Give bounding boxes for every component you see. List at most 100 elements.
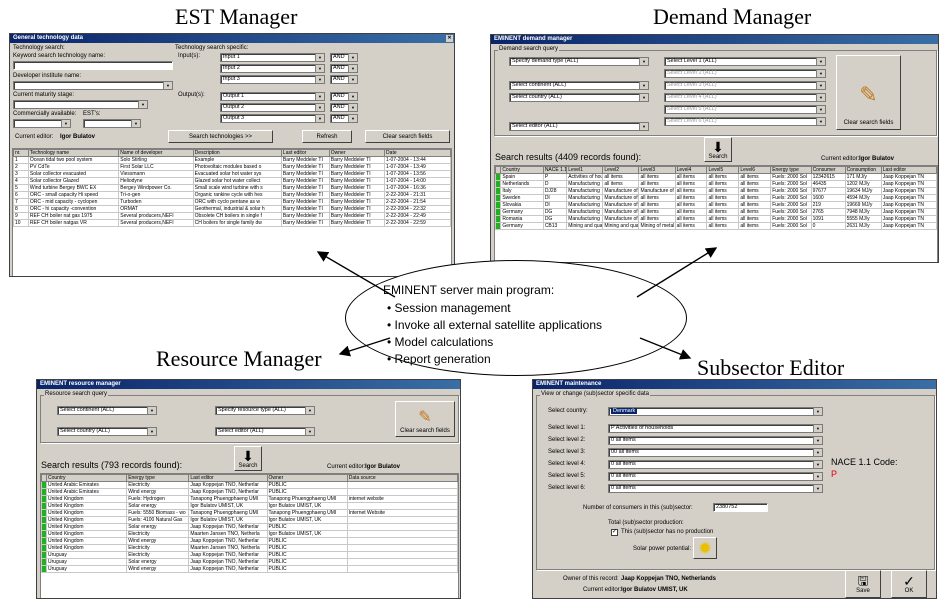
bullet-item-text: Model calculations — [394, 335, 494, 349]
country-dropdown[interactable]: Select country (ALL) — [509, 93, 649, 102]
nace-code-value: P — [831, 469, 838, 479]
and-dropdown[interactable]: AND — [330, 92, 358, 101]
ests-label: EST's: — [83, 111, 101, 117]
search-button[interactable]: ⬇ Search — [234, 446, 262, 471]
table-cell: Uruguay — [45, 565, 128, 573]
and-dropdown[interactable]: AND — [330, 114, 358, 123]
table-cell: Mining and quar — [602, 222, 640, 230]
resource-type-dropdown[interactable]: Specify resource type (ALL) — [215, 406, 315, 415]
level-6-dropdown[interactable]: Select Level 6 (ALL) — [664, 117, 826, 126]
demand-window-title: EMINENT demand manager — [494, 36, 573, 42]
country-dropdown[interactable]: Select country (ALL) — [57, 427, 157, 436]
solar-potential-button[interactable]: ✹ — [693, 537, 717, 559]
developer-dropdown[interactable] — [13, 81, 173, 90]
refresh-button[interactable]: Refresh — [302, 130, 352, 143]
editor-dropdown[interactable]: Select editor (ALL) — [509, 122, 649, 131]
save-button[interactable]: 🖫 Save — [845, 570, 881, 598]
level-1-dropdown[interactable]: Select Level 1 (ALL) — [664, 57, 826, 66]
clear-search-fields-button[interactable]: ✎ Clear search fields — [836, 55, 901, 130]
country-value: Denmark — [611, 408, 638, 414]
level-6-label: Select level 6: — [548, 485, 586, 491]
level-3-dropdown[interactable]: 00 all items — [608, 448, 823, 457]
and-dropdown[interactable]: AND — [330, 64, 358, 73]
close-icon[interactable]: ✕ — [446, 35, 453, 42]
table-cell: Mining of metal — [638, 222, 676, 230]
checkmark-icon: ✓ — [903, 573, 915, 589]
and-dropdown[interactable]: AND — [330, 103, 358, 112]
keyword-input[interactable] — [13, 61, 173, 70]
input-1-dropdown[interactable]: Input 1 — [220, 53, 325, 62]
total-production-label: Total (sub)sector production: — [608, 520, 684, 526]
output-3-dropdown[interactable]: Output 3 — [220, 114, 325, 123]
continent-dropdown[interactable]: Select continent (ALL) — [57, 406, 157, 415]
resource-editor-label: Current editor: — [327, 464, 366, 470]
input-3-dropdown[interactable]: Input 3 — [220, 75, 325, 84]
down-arrow-icon: ⬇ — [242, 447, 254, 464]
search-button-label: Search — [708, 153, 728, 160]
ok-button[interactable]: ✓ OK — [891, 570, 927, 598]
ests-dropdown[interactable] — [83, 119, 141, 128]
editor-dropdown[interactable]: Select editor (ALL) — [215, 427, 315, 436]
level-4-dropdown[interactable]: 0 all items — [608, 460, 823, 469]
clear-search-fields-button[interactable]: ✎ Clear search fields — [395, 401, 455, 437]
save-button-label: Save — [856, 588, 870, 594]
level-4-dropdown[interactable]: Select Level 4 (ALL) — [664, 93, 826, 102]
level-5-dropdown[interactable]: Select Level 5 (ALL) — [664, 105, 826, 114]
demand-results-label: Search results (4409 records found): — [495, 152, 642, 162]
search-technologies-button[interactable]: Search technologies >> — [168, 130, 273, 143]
search-button[interactable]: ⬇ Search — [704, 137, 732, 162]
input-2-dropdown[interactable]: Input 2 — [220, 64, 325, 73]
subsector-titlebar: EMINENT maintenance — [533, 380, 936, 389]
arrow-to-subsector — [639, 337, 692, 360]
no-production-checkbox[interactable]: ✓ — [611, 529, 618, 536]
bullet-item: • Invoke all external satellite applicat… — [387, 318, 602, 332]
continent-dropdown[interactable]: Select continent (ALL) — [509, 81, 649, 90]
level-6-dropdown[interactable]: 0 all items — [608, 484, 823, 493]
subsector-editor-title: Subsector Editor — [697, 355, 845, 380]
commercial-dropdown[interactable] — [13, 119, 71, 128]
level-5-dropdown[interactable]: 0 all items — [608, 472, 823, 481]
and-dropdown[interactable]: AND — [330, 53, 358, 62]
table-cell: CB13 — [542, 222, 568, 230]
level-3-dropdown[interactable]: Select Level 3 (ALL) — [664, 81, 826, 90]
developer-label: Developer institute name: — [13, 73, 82, 79]
demand-query-group — [494, 50, 937, 136]
country-dropdown[interactable]: Denmark — [608, 407, 823, 416]
clear-search-fields-button[interactable]: Clear search fields — [365, 130, 450, 143]
output-1-dropdown[interactable]: Output 1 — [220, 92, 325, 101]
output-2-dropdown[interactable]: Output 2 — [220, 103, 325, 112]
bullet-item: • Model calculations — [387, 335, 494, 349]
level-2-dropdown[interactable]: Select Level 2 (ALL) — [664, 69, 826, 78]
est-titlebar: General technology data✕ — [10, 34, 454, 43]
demand-type-dropdown[interactable]: Specify demand type (ALL) — [509, 57, 649, 66]
inputs-label: Input(s): — [178, 53, 201, 59]
and-dropdown[interactable]: AND — [330, 75, 358, 84]
server-program-ellipse — [345, 260, 687, 376]
demand-manager-title: Demand Manager — [653, 4, 812, 29]
bullet-item: • Report generation — [387, 352, 491, 366]
maturity-dropdown[interactable] — [13, 100, 148, 109]
level-1-dropdown[interactable]: P Activities of households — [608, 424, 823, 433]
bullet-item-text: Session management — [394, 301, 511, 315]
table-cell: CH boilers for single family dw — [192, 219, 282, 227]
consumers-input[interactable]: 2380752 — [713, 503, 768, 512]
level-2-dropdown[interactable]: 0 all items — [608, 436, 823, 445]
bullet-item-text: Invoke all external satellite applicatio… — [394, 318, 602, 332]
clear-button-label: Clear search fields — [400, 428, 450, 434]
